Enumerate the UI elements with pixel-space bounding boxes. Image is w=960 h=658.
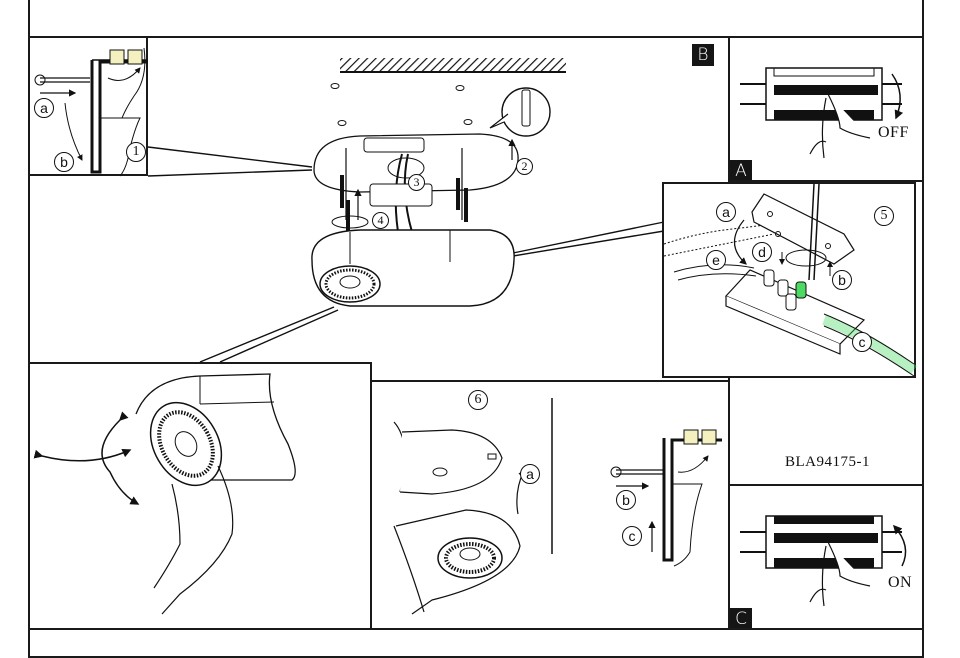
panel-a-frame: OFF A [728,36,924,182]
step5-sub-c-label: c [852,332,872,352]
reassemble-illustration [393,398,722,615]
breaker-on-illustration [740,515,907,607]
breaker-off-illustration [740,67,904,159]
panel-a-badge: A [730,160,752,182]
step3-number: 3 [408,174,425,191]
panel-c-frame: ON C [728,484,924,630]
step6-number: 6 [468,390,488,410]
step5-sub-b-label: b [832,270,852,290]
on-label: ON [888,574,913,591]
step6-panel-frame: 6 a b c [370,380,730,630]
model-code: BLA94175-1 [785,454,870,470]
step6-right-sub-b-label: b [616,490,636,510]
rotate-lens-illustration [33,373,296,615]
step5-inset: a e d b c 5 [662,182,917,378]
terminal-block-illustration [663,183,917,377]
step1-sub-a-label: a [34,98,54,118]
step6-sub-a-label: a [520,464,540,484]
off-label: OFF [878,124,909,141]
panel-b-badge: B [692,44,714,66]
step1-number: 1 [126,142,146,162]
panel-c-badge: C [730,608,752,630]
step4-number: 4 [372,212,389,229]
step1-inset: a b 1 [28,36,148,177]
step5-sub-e-label: e [706,250,726,270]
rotate-panel-frame [28,362,372,630]
wire-bracket-illustration [34,47,148,177]
step5-sub-d-label: d [752,242,772,262]
step5-sub-a-label: a [716,202,736,222]
step1-sub-b-label: b [54,152,74,172]
ceiling-mount-illustration: 2 3 4 [290,50,590,320]
step2-number: 2 [516,158,533,175]
step6-right-sub-c-label: c [622,526,642,546]
step5-number: 5 [874,206,894,226]
page-bottom-frame [28,628,924,658]
